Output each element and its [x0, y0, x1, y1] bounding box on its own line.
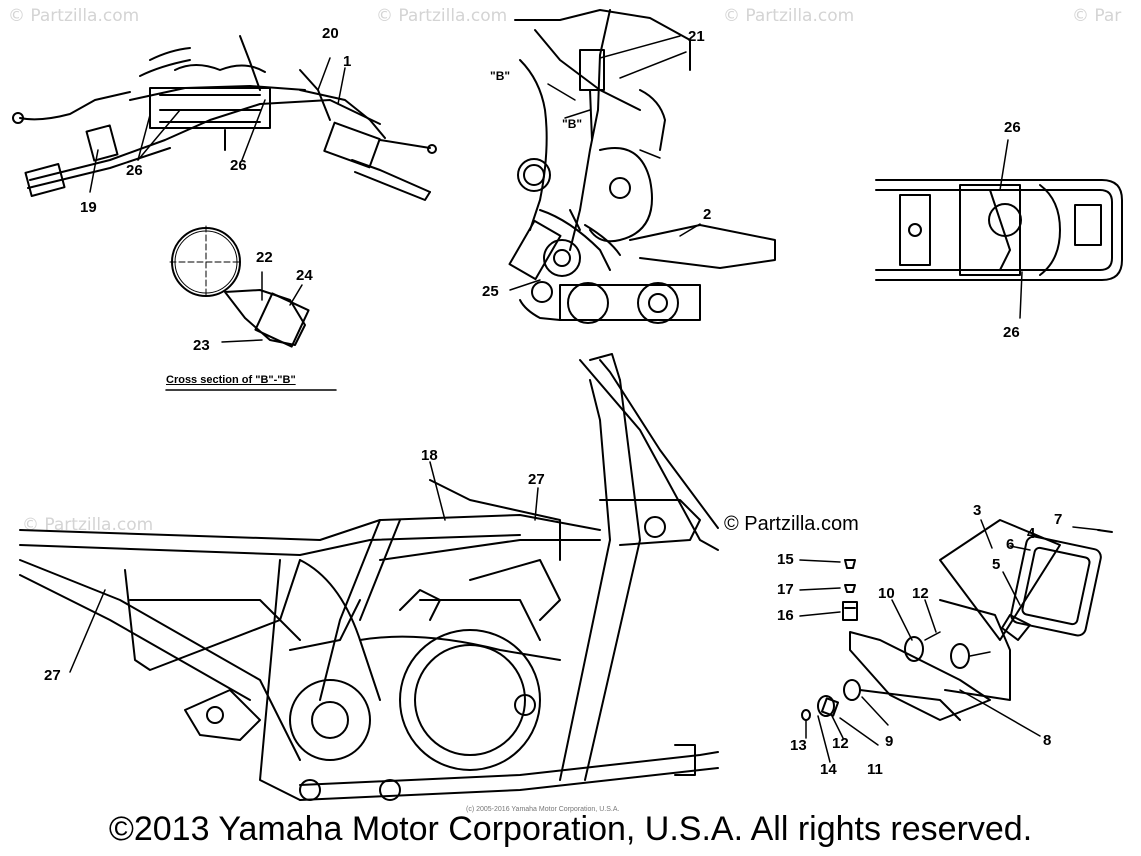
callout-number: 6 [1006, 536, 1015, 553]
callout-number: 12 [912, 585, 929, 602]
small-copyright: (c) 2005-2016 Yamaha Motor Corporation, … [466, 806, 620, 813]
callout-number: 25 [482, 283, 499, 300]
section-caption: Cross section of "B"-"B" [166, 374, 296, 386]
callout-number: 9 [885, 733, 894, 750]
watermark: © Partzilla.com [22, 515, 154, 535]
tail-light-illustration [800, 520, 1112, 762]
callout-number: 10 [878, 585, 895, 602]
callout-number: 18 [421, 447, 438, 464]
callout-number: 4 [1027, 525, 1036, 542]
callout-number: 23 [193, 337, 210, 354]
callout-number: 17 [777, 581, 794, 598]
callout-number: 2 [703, 206, 712, 223]
callout-number: 15 [777, 551, 794, 568]
callout-number: 22 [256, 249, 273, 266]
callout-number: 21 [688, 28, 705, 45]
callout-number: 20 [322, 25, 339, 42]
copyright-notice: ©2013 Yamaha Motor Corporation, U.S.A. A… [108, 810, 1033, 848]
callout-number: 8 [1043, 732, 1052, 749]
watermark: © Partzilla.com [376, 6, 508, 26]
callout-number: 16 [777, 607, 794, 624]
callout-number: 26 [230, 157, 247, 174]
steering-head-illustration [510, 10, 775, 323]
callout-number: 3 [973, 502, 982, 519]
callout-number: 7 [1054, 511, 1063, 528]
watermark: © Partzilla.com [8, 6, 140, 26]
rear-frame-top-illustration [876, 140, 1122, 318]
watermark: © Par [1072, 6, 1122, 26]
callout-number: 1 [343, 53, 352, 70]
callout-number: 13 [790, 737, 807, 754]
callout-number: 26 [126, 162, 143, 179]
callout-number: 26 [1004, 119, 1021, 136]
section-marker: "B" [490, 69, 511, 83]
callout-number: 12 [832, 735, 849, 752]
watermark: © Partzilla.com [723, 6, 855, 26]
callout-number: 14 [820, 761, 837, 778]
main-frame-illustration [20, 354, 718, 800]
callout-number: 5 [992, 556, 1001, 573]
cross-section-illustration [166, 226, 336, 390]
callout-number: 19 [80, 199, 97, 216]
brand-watermark: © Partzilla.com [724, 513, 859, 535]
handlebar-illustration [13, 36, 436, 200]
callout-number: 26 [1003, 324, 1020, 341]
section-marker: "B" [562, 117, 583, 131]
callout-number: 27 [528, 471, 545, 488]
callout-number: 11 [867, 761, 883, 778]
callout-number: 27 [44, 667, 61, 684]
callout-number: 24 [296, 267, 313, 284]
